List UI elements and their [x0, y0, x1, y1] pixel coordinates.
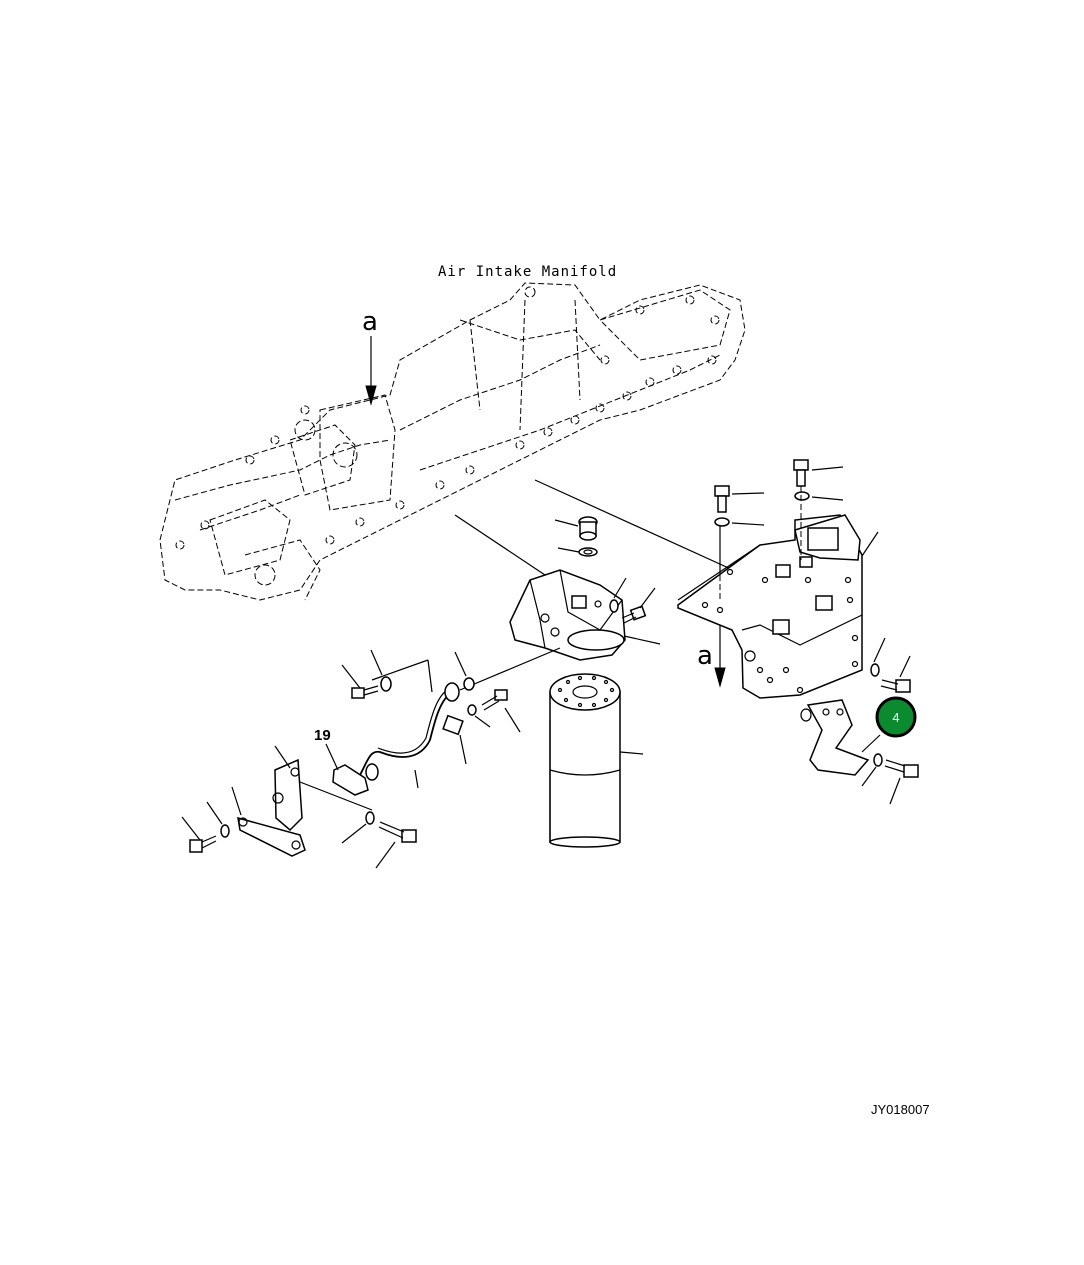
small-bracket — [800, 699, 870, 776]
plug-washer — [578, 547, 598, 557]
title-label: Air Intake Manifold — [438, 264, 617, 280]
leader-line — [504, 707, 521, 733]
bracket-bolt — [189, 835, 217, 853]
leader-line — [459, 734, 467, 765]
leader-line — [341, 823, 367, 844]
leader-line — [414, 769, 419, 789]
tube-bolt — [481, 689, 508, 711]
bracket-washer — [365, 811, 375, 825]
leader-line — [454, 514, 546, 576]
tube-bolt — [351, 685, 379, 699]
leader-line — [325, 743, 339, 771]
plug-bolt — [578, 516, 598, 541]
callout-4-number: 4 — [892, 710, 899, 725]
filter-head-washer — [609, 599, 619, 613]
leader-line — [811, 496, 844, 501]
part-19-clip — [332, 763, 379, 796]
air-intake-manifold — [159, 282, 746, 601]
leader-line — [889, 777, 901, 805]
leader-line — [554, 519, 579, 527]
tube-washer — [463, 677, 475, 691]
filter-head-bolt — [621, 605, 647, 624]
leader-line — [181, 816, 201, 841]
center-line — [459, 647, 561, 691]
leader-line — [731, 492, 765, 495]
reference-letter-a-top: a — [362, 307, 378, 337]
top-bolt — [793, 459, 809, 487]
leader-line — [557, 547, 580, 553]
leader-line — [427, 659, 433, 693]
tube-washer — [467, 704, 477, 716]
side-bolt — [880, 679, 911, 693]
leader-line — [375, 841, 396, 869]
leader-line — [370, 649, 383, 676]
leader-line — [639, 587, 656, 609]
leader-line — [623, 635, 661, 645]
leader-line — [341, 664, 361, 689]
small-bracket-bolt — [884, 759, 919, 778]
part-19-label: 19 — [314, 727, 331, 744]
leader-line — [731, 522, 765, 526]
bracket-plate — [237, 816, 306, 857]
mounting-bracket — [677, 514, 863, 699]
tube-washer — [380, 676, 392, 692]
leader-line — [861, 531, 879, 557]
filter-head — [509, 569, 626, 661]
callout-4-circle — [875, 696, 917, 738]
leader-line — [619, 751, 644, 755]
bracket-washer — [220, 824, 230, 838]
reference-arrow-a-top: a — [362, 307, 378, 406]
bracket-bolt — [378, 821, 417, 843]
leader-line — [454, 651, 467, 677]
small-bracket-washer — [873, 753, 883, 767]
leader-line — [613, 577, 627, 599]
center-line — [299, 781, 373, 811]
leader-line — [861, 734, 881, 753]
leader-line — [231, 786, 242, 816]
leader-line — [206, 801, 223, 825]
callout-4: 4 — [875, 696, 917, 738]
leader-line — [899, 655, 911, 678]
leader-line — [873, 637, 886, 663]
top-washer — [794, 491, 810, 501]
leader-line — [274, 745, 291, 769]
oil-tube — [359, 682, 464, 776]
leader-line — [861, 766, 877, 787]
leader-line — [474, 715, 491, 728]
lower-bracket — [272, 758, 303, 832]
reference-letter-a-right: a — [697, 641, 713, 671]
top-washer — [714, 517, 730, 527]
top-bolt — [714, 485, 730, 513]
oil-filter-cartridge — [549, 673, 621, 848]
leader-line — [371, 659, 429, 681]
side-washer — [870, 663, 880, 677]
leader-line — [811, 466, 844, 471]
leader-line — [534, 479, 756, 581]
drawing-code: JY018007 — [871, 1102, 930, 1117]
